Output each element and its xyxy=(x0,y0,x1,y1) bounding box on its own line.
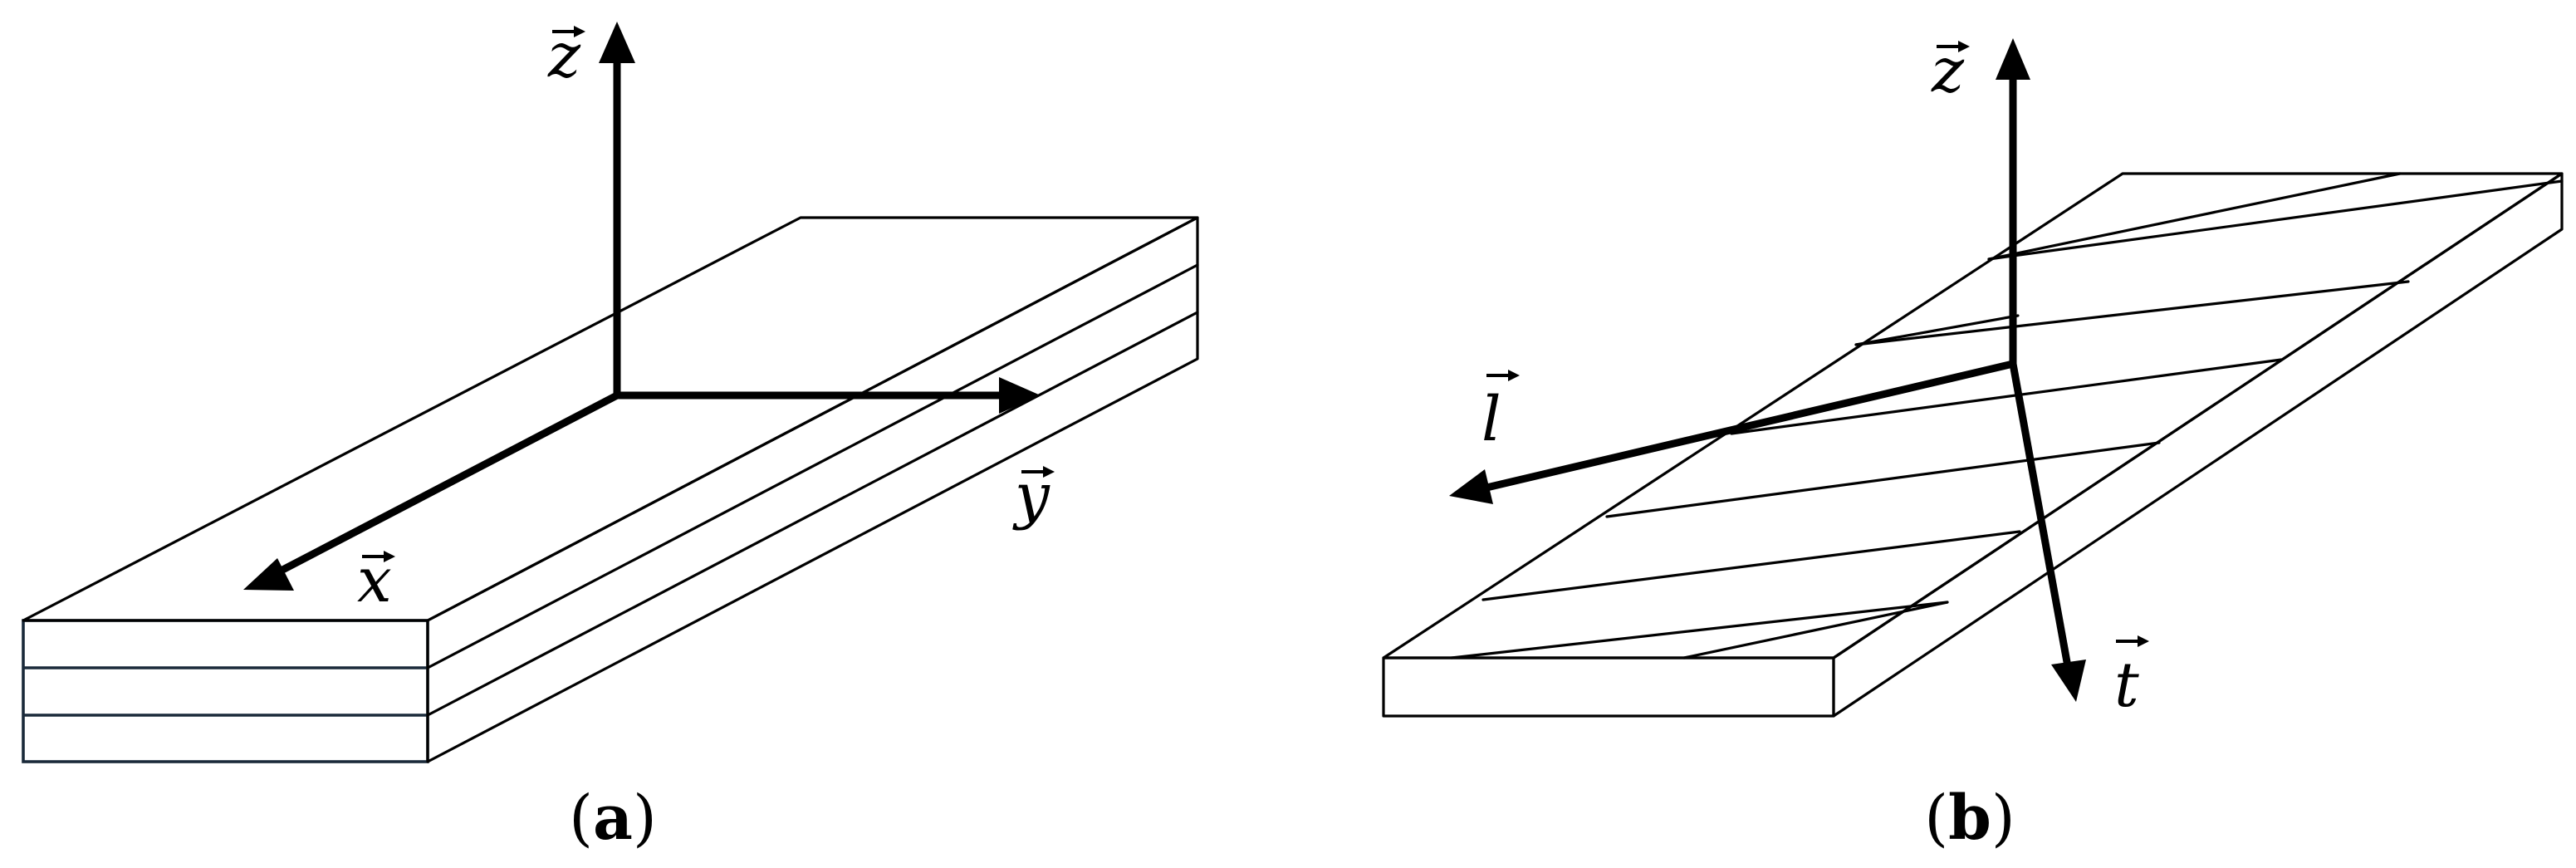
top-face-b xyxy=(1382,172,2564,660)
z-label-b-text: z xyxy=(1931,35,1965,106)
l-axis-b xyxy=(1481,360,2015,493)
fiber-line-b-3 xyxy=(1481,530,2021,601)
z-arrowhead-b xyxy=(1996,38,2030,80)
y-label-a: y xyxy=(1012,460,1056,532)
fiber-line-b-4 xyxy=(1605,441,2161,518)
t-label-b-text: t xyxy=(2114,650,2139,721)
top-face-a xyxy=(22,216,1199,622)
fiber-line-b-7 xyxy=(1987,179,2564,261)
t-label-b: t xyxy=(2114,634,2151,721)
laminate-block-a xyxy=(22,216,1199,763)
z-label-b: z xyxy=(1931,35,1971,106)
fiber-line-b-6 xyxy=(1854,280,2410,346)
side-layer-line-a-2 xyxy=(426,311,1199,717)
y-arrowhead-a xyxy=(999,377,1041,414)
fiber-line-b-9 xyxy=(1987,172,2402,261)
x-label-a-text: x xyxy=(357,545,392,616)
t-axis-b xyxy=(2009,363,2073,672)
y-label-a-text: y xyxy=(1012,460,1050,532)
right-face-a xyxy=(426,216,1199,763)
l-arrowhead-b xyxy=(1449,469,1493,504)
panel-a: z x y (a) xyxy=(22,20,1199,854)
fiber-line-b-5 xyxy=(1730,358,2283,435)
fiber-line-b-8 xyxy=(1854,314,2020,346)
x-axis-a xyxy=(267,392,620,580)
side-layer-line-a-1 xyxy=(426,263,1199,669)
caption-b: (b) xyxy=(1924,782,2015,854)
caption-a-letter: a xyxy=(593,782,633,854)
x-label-a: x xyxy=(357,545,397,616)
z-label-a-text: z xyxy=(547,20,581,91)
axes-b xyxy=(1449,38,2086,702)
z-arrowhead-a xyxy=(599,22,635,63)
z-label-a: z xyxy=(547,20,587,91)
laminate-block-b xyxy=(1382,172,2564,718)
x-arrowhead-a xyxy=(243,558,294,591)
l-label-b-text: l xyxy=(1481,384,1501,455)
fiber-line-b-2 xyxy=(1682,601,1949,660)
l-label-b: l xyxy=(1481,368,1521,455)
right-face-b xyxy=(1832,172,2564,718)
axes-a xyxy=(243,22,1041,591)
fiber-line-b-1 xyxy=(1450,601,1949,660)
front-face-b xyxy=(1382,656,1835,718)
caption-a: (a) xyxy=(569,782,657,854)
front-face-a xyxy=(22,619,429,763)
caption-b-letter: b xyxy=(1948,782,1991,854)
t-arrowhead-b xyxy=(2051,660,2086,702)
panel-b: z l t (b) xyxy=(1382,35,2564,854)
